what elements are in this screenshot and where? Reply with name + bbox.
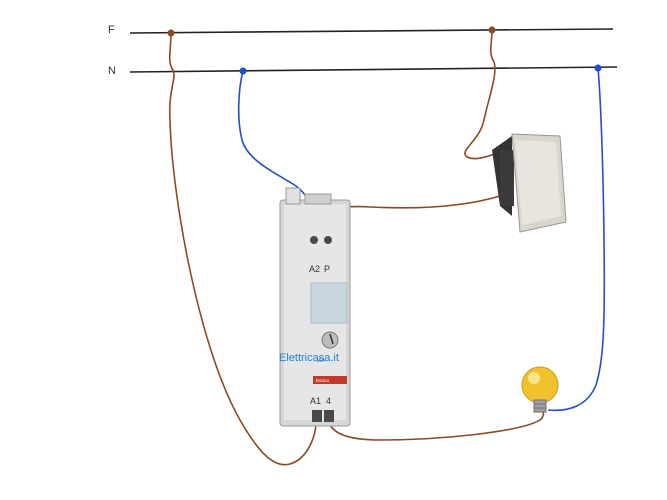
push-button-switch-icon [492,133,567,233]
relay-brand-band [313,376,347,384]
terminal-screw [310,236,318,244]
relay-window [310,282,348,324]
relay-dial [321,331,339,349]
phase-line-label: F [108,24,115,36]
neutral-line [129,66,618,73]
terminal-screw [324,236,332,244]
relay-rating-label: 16A [316,358,326,364]
switch-to-relay-p-wire [325,195,501,223]
svg-text:16A: 16A [316,358,326,364]
neutral-junction-dot [594,64,602,72]
light-bulb-icon [521,366,559,413]
terminal-a1-label: A1 [310,396,321,406]
phase-line [129,28,614,34]
neutral-junction-dot [239,67,247,75]
phase-wire-to-switch [464,29,501,160]
neutral-line-label: N [108,65,116,77]
watermark-text: Elettricasa.it [279,352,339,364]
terminal-a2-label: A2 [309,264,320,274]
terminal-4-label: 4 [326,396,331,406]
phase-junction-dot [488,26,496,34]
phase-junction-dot [167,29,175,37]
phase-wire-to-relay [168,32,318,466]
step-relay-icon: A2 P 16A bticino A1 4 [279,187,351,427]
relay-brand-label: bticino [316,378,330,383]
terminal-p-label: P [324,264,330,274]
relay-4-to-lamp-wire [326,405,545,441]
neutral-wire-to-lamp [547,67,606,412]
